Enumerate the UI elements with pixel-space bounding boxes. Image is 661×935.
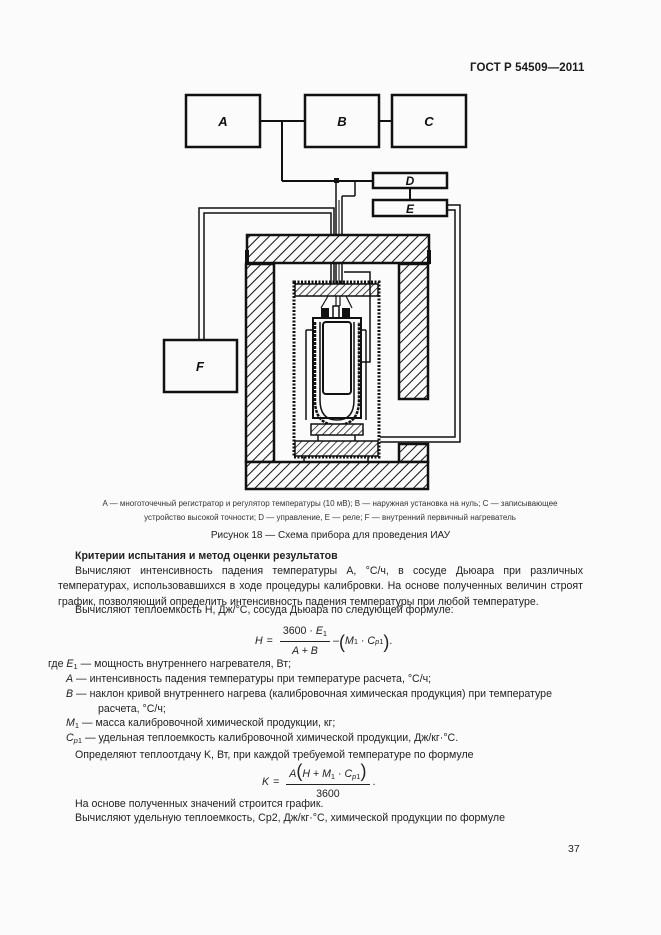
block-b-label: B <box>337 114 346 129</box>
formula1-eq: = <box>266 635 273 648</box>
definition-m1: M1 — масса калибровочной химической прод… <box>66 717 336 730</box>
definition-cp1: Cp1 — удельная теплоемкость калибровочно… <box>66 732 459 745</box>
formula-heat-transfer: K = A(H + M1 · Cp1) 3600 . <box>262 762 375 803</box>
paragraph-1: Вычисляют интенсивность падения температ… <box>58 565 583 608</box>
paragraph-4: На основе полученных значений строится г… <box>75 798 324 810</box>
paragraph-2: Вычисляют теплоемкость H, Дж/°С, сосуда … <box>75 604 454 616</box>
legend-line-1: A — многоточечный регистратор и регулято… <box>102 499 558 508</box>
legend-line-2: устройство высокой точности; D — управле… <box>144 513 516 522</box>
definition-e1: где E1 — мощность внутреннего нагревател… <box>48 658 292 671</box>
section-heading: Критерии испытания и метод оценки резуль… <box>75 550 338 562</box>
page-number: 37 <box>568 843 580 855</box>
formula1-lhs: H <box>255 635 263 648</box>
paragraph-5: Вычисляют удельную теплоемкость, Cp2, Дж… <box>75 812 505 824</box>
block-f <box>162 338 239 394</box>
definition-a: A — интенсивность падения температуры пр… <box>66 673 432 685</box>
formula2-lhs: K <box>262 775 270 788</box>
definition-b-continuation: расчета, °С/ч; <box>98 703 166 715</box>
block-b <box>303 93 381 149</box>
formula2-fraction: A(H + M1 · Cp1) 3600 <box>286 762 370 803</box>
formula2-numerator: A(H + M1 · Cp1) <box>286 762 370 786</box>
formula1-fraction: 3600 · E1 A + B <box>279 624 331 660</box>
block-e-label: E <box>406 202 415 216</box>
formula1-numerator: 3600 · E1 <box>279 624 331 643</box>
formula1-denominator: A + B <box>292 645 318 658</box>
figure-legend: A — многоточечный регистратор и регулято… <box>30 497 630 525</box>
block-f-label: F <box>196 359 205 374</box>
formula2-denominator: 3600 <box>316 788 340 801</box>
figure-caption: Рисунок 18 — Схема прибора для проведени… <box>210 530 451 541</box>
block-c-label: C <box>424 114 434 129</box>
document-standard-number: ГОСТ Р 54509—2011 <box>470 62 585 74</box>
apparatus-diagram: A B C D E F <box>162 93 468 491</box>
paragraph-3: Определяют теплоотдачу K, Вт, при каждой… <box>75 749 474 761</box>
definition-b: B — наклон кривой внутреннего нагрева (к… <box>66 688 552 700</box>
formula1-tail: . <box>389 635 393 648</box>
formula2-eq: = <box>273 775 280 788</box>
block-a-label: A <box>217 114 227 129</box>
formula2-tail: . <box>372 775 376 788</box>
block-d-label: D <box>406 174 415 188</box>
